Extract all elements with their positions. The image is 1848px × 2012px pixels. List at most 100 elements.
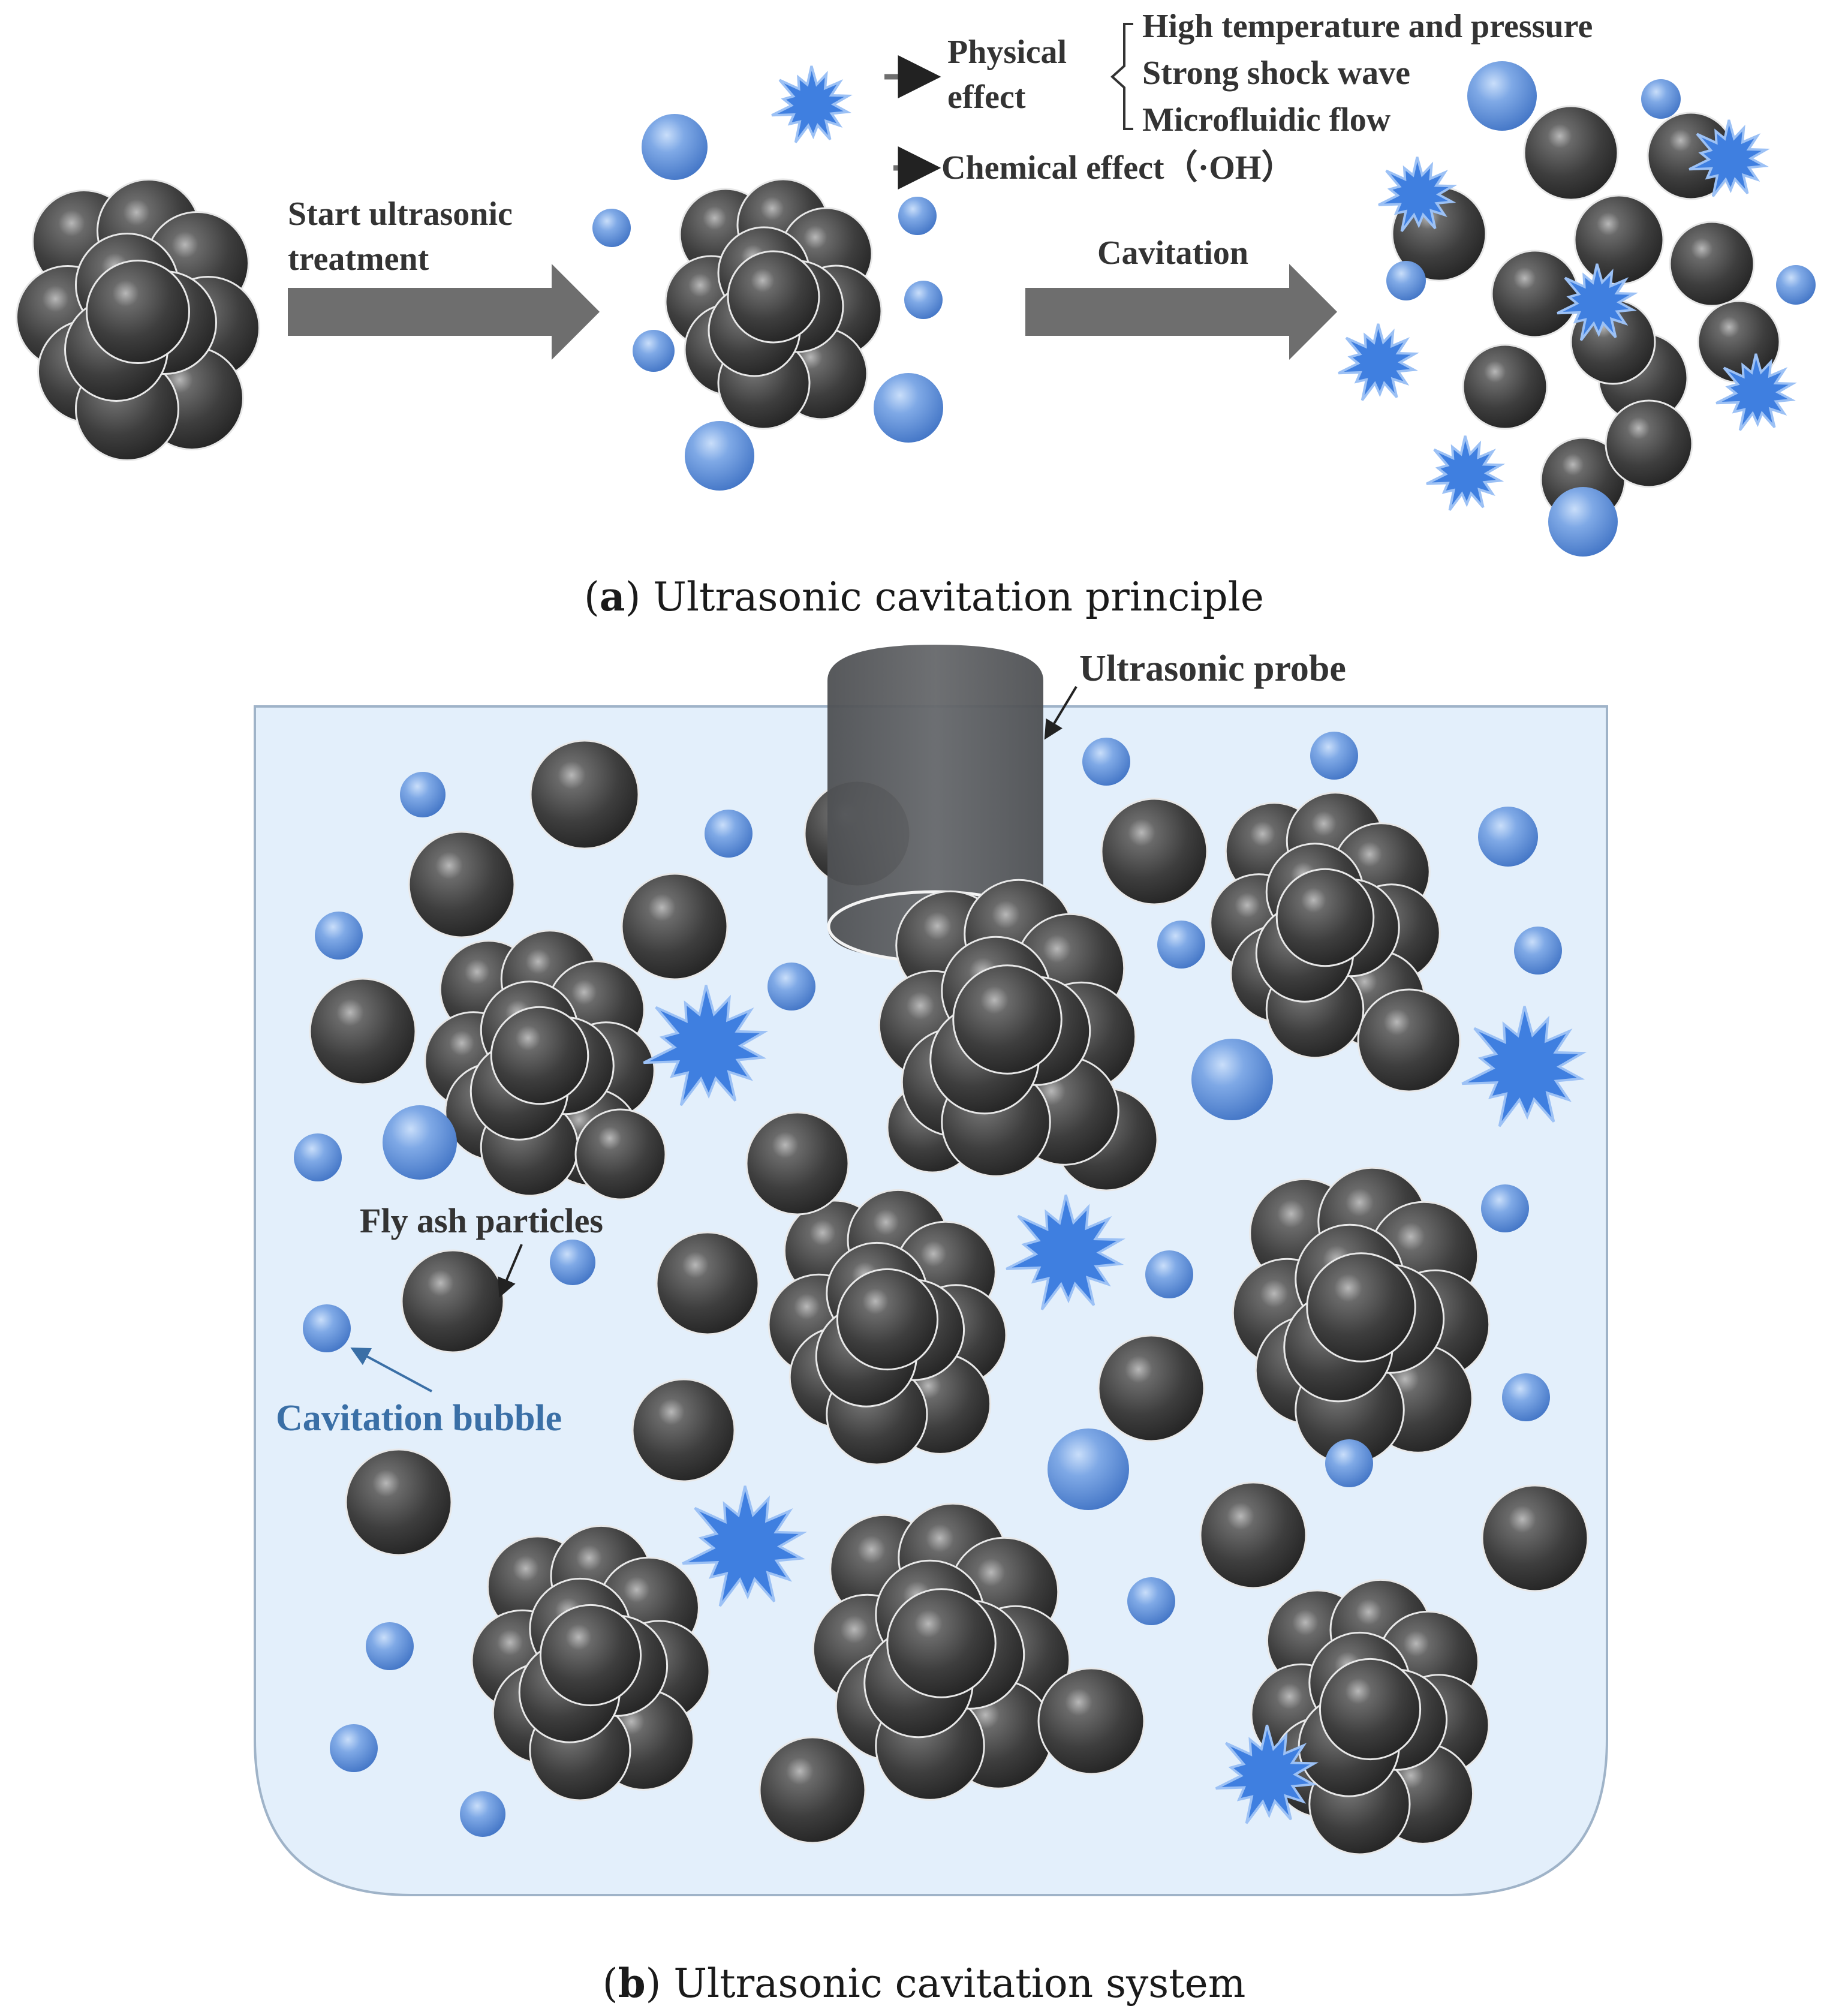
cavitation-bubble: [633, 330, 675, 372]
cavitation-bubble: [1514, 927, 1562, 975]
physical-label-line1: Physical: [947, 34, 1067, 71]
cavitation-bubble: [330, 1724, 378, 1772]
cavitation-bubble: [1157, 921, 1205, 969]
physical-effect-3: Microfluidic flow: [1142, 101, 1391, 139]
fly-ash-particle: [408, 831, 516, 939]
particle-cluster-at-probe: [878, 879, 1137, 1177]
panel-b: Ultrasonic probe Fly ash particles Cavit…: [254, 645, 1608, 2007]
cavitation-bubble: [294, 1133, 342, 1181]
fly-ash-particle: [86, 260, 190, 364]
fly-ash-particle: [1573, 194, 1665, 285]
cavitation-bubble: [303, 1304, 351, 1352]
cavitation-bubble: [1776, 265, 1816, 305]
caption-a: (a) Ultrasonic cavitation principle: [584, 573, 1264, 620]
shock-starburst: [1689, 119, 1771, 197]
fly-ash-particle: [621, 873, 729, 981]
fly-ash-particle: [309, 978, 417, 1085]
cavitation-arrow: [1025, 264, 1337, 360]
cavitation-bubbles-b: [294, 732, 1562, 1837]
cavitation-bubble: [705, 810, 753, 858]
fly-ash-particle: [1275, 868, 1375, 967]
fly-ash-particle: [345, 1448, 453, 1556]
cavitation-bubble: [642, 114, 708, 180]
cavitation-bubble: [1145, 1250, 1193, 1298]
cavitation-bubble: [768, 963, 815, 1010]
shock-starbursts-b: [643, 985, 1587, 1824]
caption-b-text: Ultrasonic cavitation system: [673, 1960, 1245, 2007]
shock-starburst: [643, 985, 769, 1106]
physical-effect-2: Strong shock wave: [1142, 55, 1410, 92]
fly-ash-particle: [1100, 798, 1208, 906]
shock-starburst: [682, 1485, 808, 1607]
probe-pointer: [1044, 685, 1078, 740]
caption-b: (b) Ultrasonic cavitation system: [603, 1960, 1246, 2007]
cavitation-bubble: [904, 281, 943, 319]
caption-a-letter: a: [600, 573, 625, 620]
particle-cluster-treated: [664, 178, 883, 430]
cavitation-bubble: [1481, 1184, 1529, 1232]
start-label-line2: treatment: [288, 240, 429, 278]
caption-a-text: Ultrasonic cavitation principle: [653, 574, 1264, 620]
fly-ash-particle: [1523, 105, 1619, 201]
shock-starburst: [1715, 353, 1798, 431]
cavitation-bubble: [1478, 807, 1538, 867]
cavitation-bubble: [685, 421, 754, 491]
fly-ash-particle: [1306, 1252, 1416, 1363]
physical-effect-1: High temperature and pressure: [1142, 8, 1593, 45]
panel-a: Start ultrasonic treatment Cavitation Ph…: [16, 8, 1816, 620]
cavitation-bubble: [592, 209, 631, 247]
fly-ash-particle: [1097, 1334, 1205, 1442]
fly-ash-particle: [836, 1268, 939, 1371]
cavitation-bubble: [550, 1240, 595, 1285]
cavitation-bubble: [1467, 61, 1537, 131]
fly-ash-particle: [401, 1249, 505, 1354]
fly-ash-particle: [631, 1378, 736, 1482]
fly-ash-particles: [309, 739, 1589, 1855]
particle-cluster-dispersed: [1391, 105, 1781, 523]
fly-ash-particle: [529, 739, 640, 850]
cavitation-bubble: [1325, 1439, 1373, 1487]
cavitation-bubble: [1502, 1373, 1550, 1421]
shock-starburst: [1426, 435, 1506, 511]
bubble-label: Cavitation bubble: [276, 1398, 562, 1439]
fly-ash-particle: [490, 1006, 589, 1105]
start-treatment-arrow: [288, 264, 600, 360]
fly-ash-particle: [1481, 1484, 1589, 1592]
fly-ash-particle: [1605, 399, 1693, 488]
cavitation-bubble: [1386, 261, 1426, 300]
fly-ash-particle: [574, 1108, 667, 1201]
cavitation-bubble: [1191, 1039, 1273, 1120]
cavitation-bubble: [1641, 79, 1681, 119]
cavitation-bubble: [874, 373, 943, 443]
cavitation-label: Cavitation: [1097, 234, 1248, 272]
cavitation-bubble: [315, 912, 363, 960]
bubble-pointer: [350, 1347, 432, 1393]
cavitation-bubble: [400, 772, 446, 817]
physical-label-line2: effect: [947, 79, 1026, 116]
particle-cluster-initial: [16, 179, 260, 461]
fly-ash-particle: [886, 1588, 997, 1698]
start-label-line1: Start ultrasonic: [288, 196, 513, 233]
shock-starburst: [1461, 1006, 1587, 1127]
cavitation-bubbles-a: [592, 61, 1816, 557]
fly-ash-particle: [1357, 988, 1461, 1093]
fly-ash-particle: [1669, 221, 1755, 307]
caption-b-letter: b: [618, 1960, 645, 2007]
fly-ash-particle: [539, 1604, 642, 1707]
shock-starburst: [771, 65, 853, 143]
cavitation-bubble: [1127, 1577, 1175, 1625]
shock-starburst: [1215, 1724, 1319, 1824]
fly-ash-particle: [727, 250, 820, 344]
particles-label: Fly ash particles: [360, 1201, 603, 1240]
chemical-label: Chemical effect（·OH）: [941, 149, 1295, 187]
fly-ash-particle: [1462, 344, 1548, 430]
cavitation-bubble: [1548, 487, 1618, 557]
cavitation-bubble: [1082, 738, 1130, 786]
fly-ash-particle: [1491, 249, 1579, 338]
fly-ash-particle: [1319, 1658, 1422, 1761]
cavitation-bubble: [898, 197, 937, 235]
cavitation-bubble: [383, 1105, 457, 1180]
fly-ash-particle: [1199, 1481, 1307, 1589]
shock-starburst: [1378, 157, 1458, 232]
